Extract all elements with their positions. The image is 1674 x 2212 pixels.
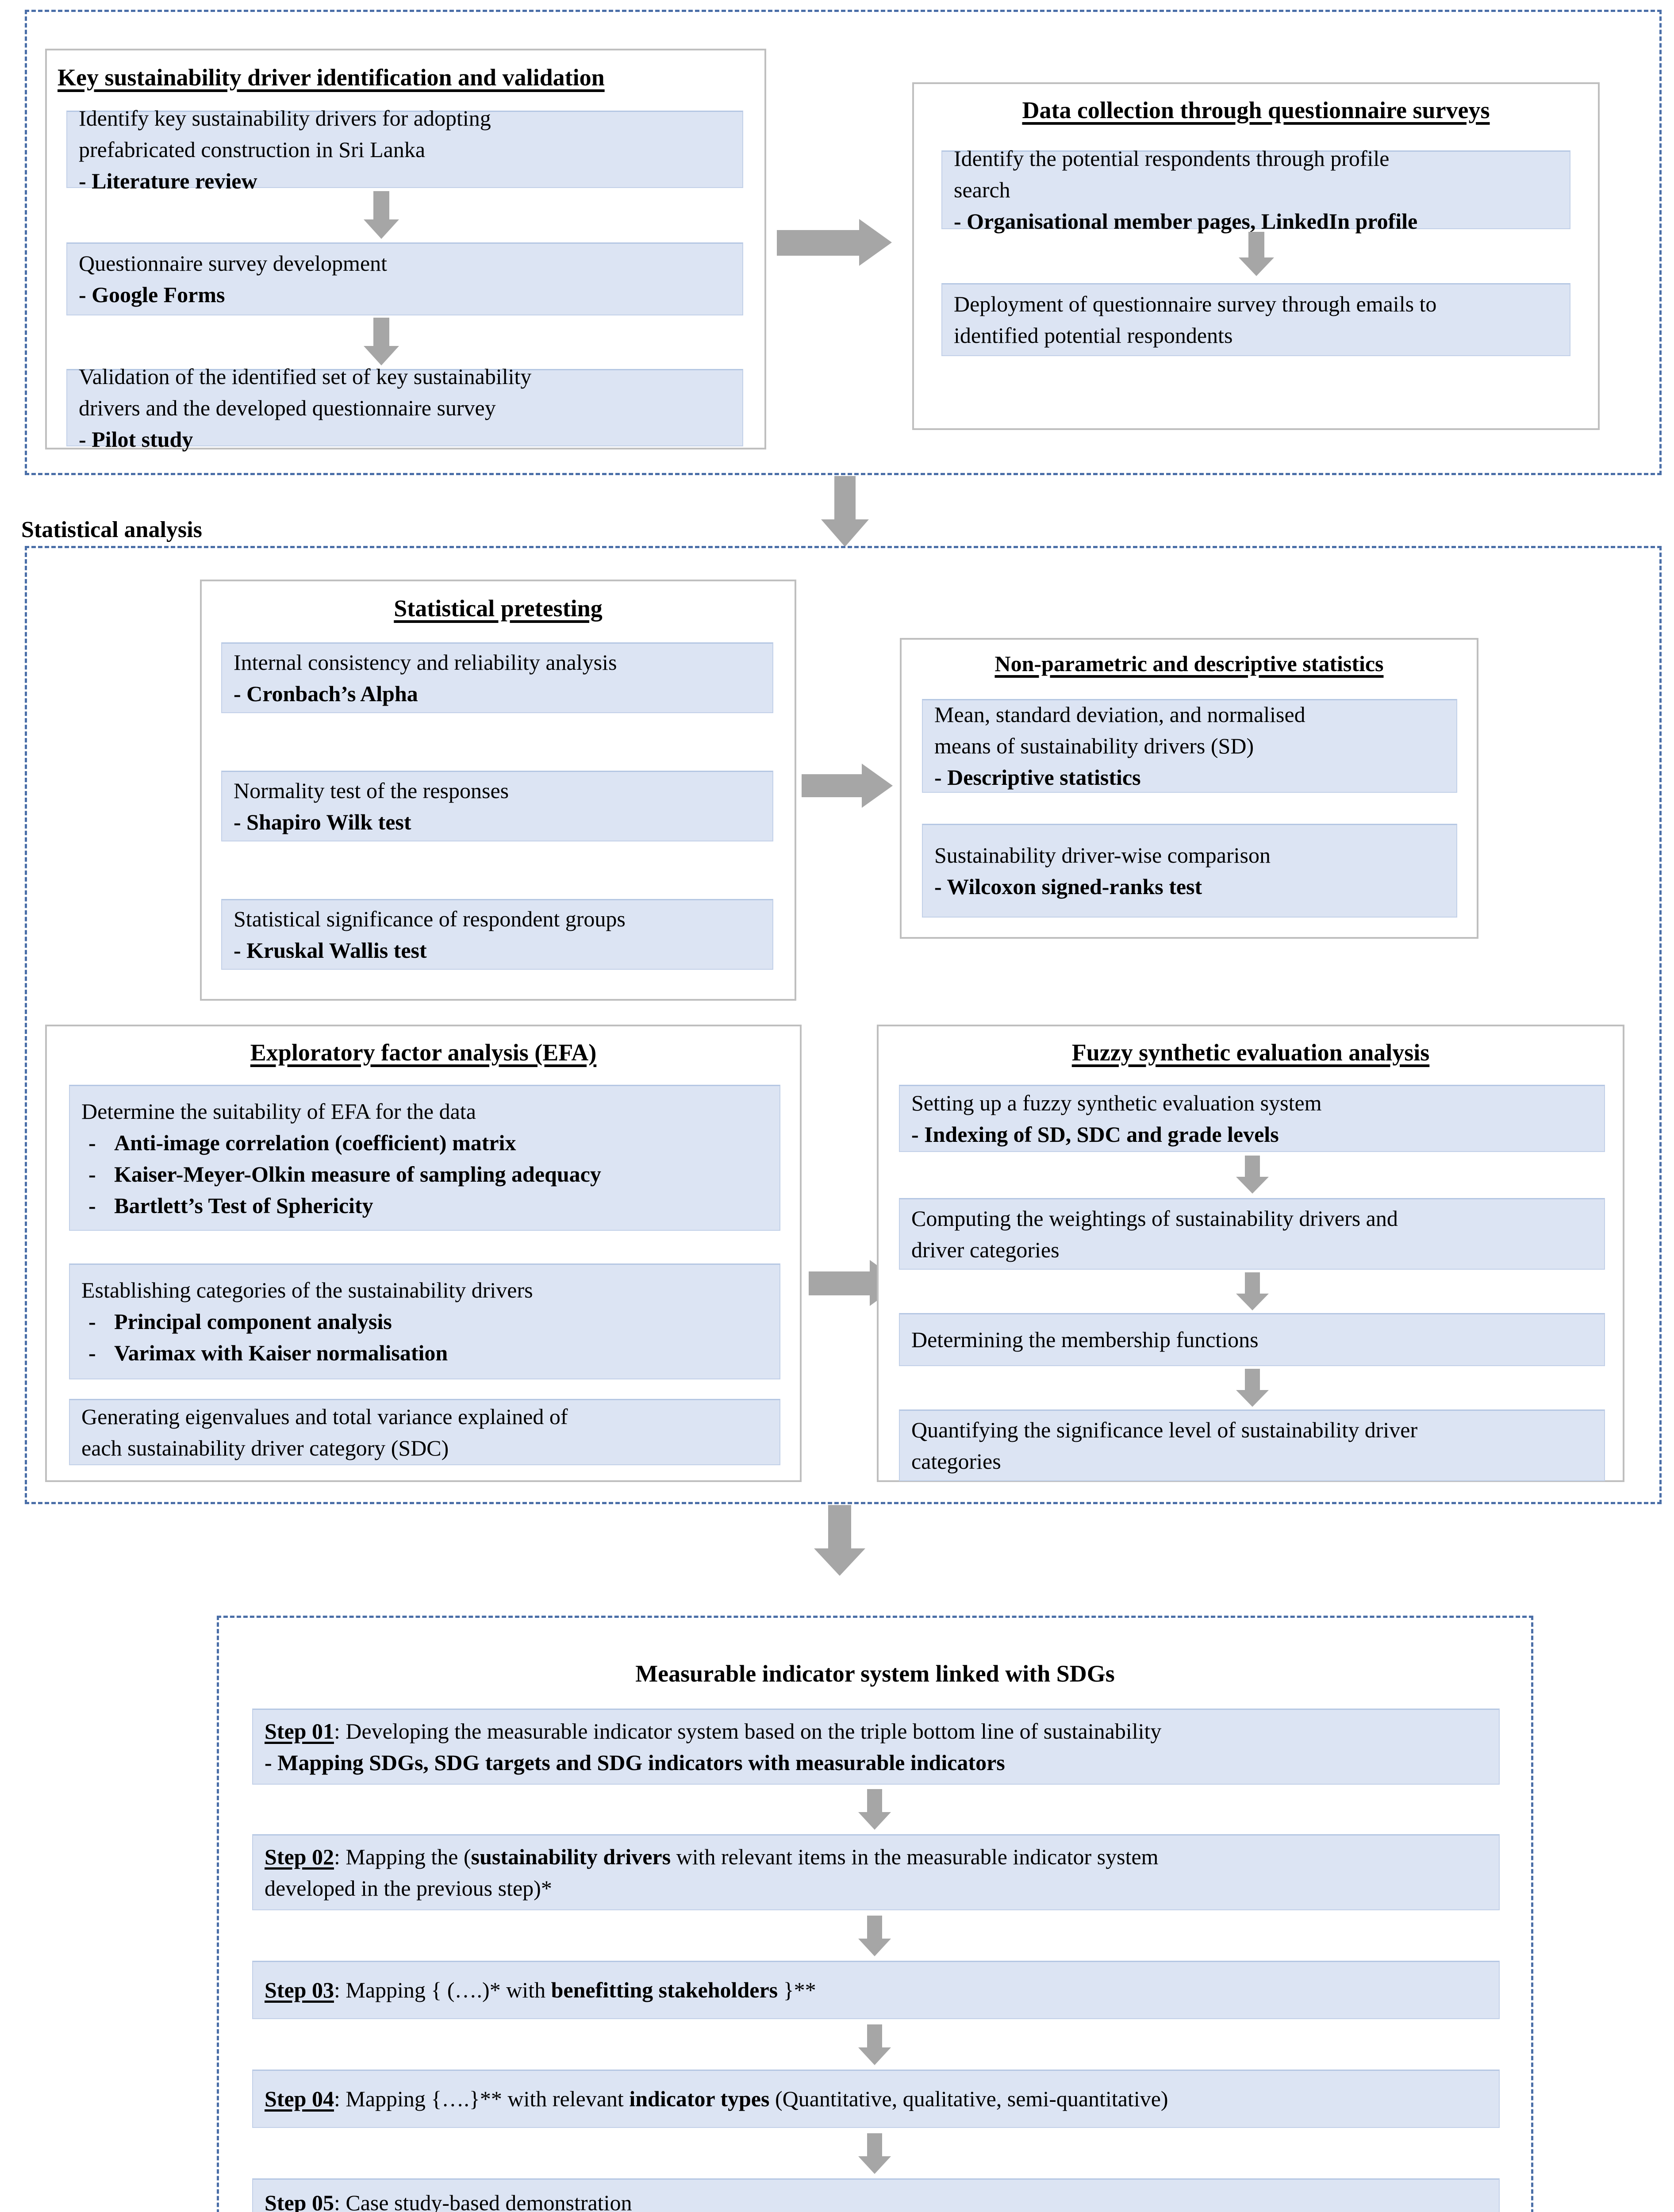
box-step-03: Step 03: Mapping { (….)* with benefittin… [252,1961,1500,2019]
box-efa-suitability: Determine the suitability of EFA for the… [69,1085,780,1231]
box-line: drivers and the developed questionnaire … [79,395,496,420]
box-questionnaire-development: Questionnaire survey development - Googl… [66,242,743,315]
arrow-down-step02-to-step03 [858,1916,891,1956]
card-title-fuzzy: Fuzzy synthetic evaluation analysis [1071,1039,1430,1066]
box-step-04: Step 04: Mapping {….}** with relevant in… [252,2070,1500,2128]
step-line: Step 02: Mapping the (sustainability dri… [265,1844,1159,1869]
box-line: categories [911,1448,1001,1474]
box-step-05: Step 05: Case study-based demonstration [252,2178,1500,2212]
box-method: - Cronbach’s Alpha [234,681,418,706]
box-step-02: Step 02: Mapping the (sustainability dri… [252,1834,1500,1910]
arrow-down-fuzzy-3 [1236,1369,1269,1407]
arrow-down-identify-to-questionnaire [364,191,399,239]
card-title-data-collection: Data collection through questionnaire su… [1022,97,1490,123]
box-method: - Shapiro Wilk test [234,809,411,834]
box-line: Identify the potential respondents throu… [954,146,1390,171]
box-driver-wise-comparison: Sustainability driver-wise comparison - … [922,824,1457,918]
step-line: Step 05: Case study-based demonstration [265,2190,632,2212]
box-line: Determining the membership functions [911,1327,1259,1352]
box-line: identified potential respondents [954,323,1233,348]
box-line: Establishing categories of the sustainab… [81,1278,533,1302]
box-identify-drivers: Identify key sustainability drivers for … [66,106,743,193]
arrow-down-stage2-to-stage3 [814,1505,867,1578]
box-line: Validation of the identified set of key … [79,364,532,389]
box-line: Computing the weightings of sustainabili… [911,1206,1398,1231]
card-title-efa: Exploratory factor analysis (EFA) [250,1039,597,1066]
box-identify-respondents: Identify the potential respondents throu… [941,146,1570,234]
box-line: Quantifying the significance level of su… [911,1417,1418,1442]
arrow-right-identification-to-collection [777,218,896,266]
box-method: - Wilcoxon signed-ranks test [934,874,1202,899]
box-line: Generating eigenvalues and total varianc… [81,1404,568,1429]
box-line: each sustainability driver category (SDC… [81,1435,449,1460]
box-efa-eigenvalues: Generating eigenvalues and total varianc… [69,1399,780,1465]
arrow-down-fuzzy-1 [1236,1156,1269,1194]
box-line: search [954,177,1010,202]
box-deployment-survey: Deployment of questionnaire survey throu… [941,283,1570,356]
section-label-statistical-analysis: Statistical analysis [21,517,202,542]
box-fuzzy-membership: Determining the membership functions [899,1313,1605,1366]
arrow-down-step01-to-step02 [858,1789,891,1830]
box-method: - Organisational member pages, LinkedIn … [954,209,1418,234]
box-line: driver categories [911,1237,1060,1262]
arrow-down-step03-to-step04 [858,2024,891,2065]
step-line: Step 03: Mapping { (….)* with benefittin… [265,1978,816,2002]
box-line: Mean, standard deviation, and normalised [934,702,1305,727]
arrow-down-stage1-to-stage2 [821,476,870,549]
stage3-title: Measurable indicator system linked with … [635,1660,1115,1687]
box-line: Determine the suitability of EFA for the… [81,1099,476,1124]
box-line: means of sustainability drivers (SD) [934,733,1254,758]
box-bullet: Anti-image correlation (coefficient) mat… [81,1127,768,1159]
box-method: - Descriptive statistics [934,765,1141,790]
box-fuzzy-setup: Setting up a fuzzy synthetic evaluation … [899,1085,1605,1152]
card-title-key-driver: Key sustainability driver identification… [58,64,605,91]
box-efa-categories: Establishing categories of the sustainab… [69,1263,780,1379]
card-title-nonparametric: Non-parametric and descriptive statistic… [994,651,1384,676]
box-method: - Google Forms [79,282,225,307]
box-fuzzy-significance: Quantifying the significance level of su… [899,1409,1605,1481]
box-line: Statistical significance of respondent g… [234,906,626,931]
card-title-statistical-pretesting: Statistical pretesting [394,595,603,622]
box-method: - Indexing of SD, SDC and grade levels [911,1121,1279,1147]
box-bullet: Bartlett’s Test of Sphericity [81,1190,768,1221]
step-line-bold: - Mapping SDGs, SDG targets and SDG indi… [265,1750,1005,1775]
box-step-01: Step 01: Developing the measurable indic… [252,1709,1500,1785]
arrow-right-pretesting-to-nonparametric [802,761,899,810]
box-bullet: Varimax with Kaiser normalisation [81,1337,768,1369]
box-method: - Pilot study [79,426,193,452]
arrow-down-questionnaire-to-validation [364,318,399,365]
step-line: Step 01: Developing the measurable indic… [265,1718,1162,1743]
arrow-down-respondents-to-deployment [1239,232,1274,276]
box-line: prefabricated construction in Sri Lanka [79,137,426,162]
step-line: Step 04: Mapping {….}** with relevant in… [265,2086,1168,2111]
box-fuzzy-weightings: Computing the weightings of sustainabili… [899,1198,1605,1270]
box-internal-consistency: Internal consistency and reliability ana… [221,642,773,713]
box-normality-test: Normality test of the responses - Shapir… [221,771,773,841]
box-line: Internal consistency and reliability ana… [234,649,617,675]
box-method: - Kruskal Wallis test [234,937,427,963]
box-line: Normality test of the responses [234,778,509,803]
box-statistical-significance: Statistical significance of respondent g… [221,899,773,970]
box-line: Sustainability driver-wise comparison [934,842,1271,868]
box-bullet: Kaiser-Meyer-Olkin measure of sampling a… [81,1159,768,1190]
arrow-down-fuzzy-2 [1236,1272,1269,1310]
box-mean-sd-normalised: Mean, standard deviation, and normalised… [922,699,1457,793]
box-line: Setting up a fuzzy synthetic evaluation … [911,1090,1322,1115]
step-line: developed in the previous step)* [265,1875,552,1901]
box-bullet: Principal component analysis [81,1306,768,1337]
box-line: Deployment of questionnaire survey throu… [954,292,1437,316]
box-validation-of-drivers: Validation of the identified set of key … [66,364,743,452]
box-method: - Literature review [79,168,257,193]
box-line: Identify key sustainability drivers for … [79,105,491,131]
box-line: Questionnaire survey development [79,251,388,276]
arrow-down-step04-to-step05 [858,2133,891,2174]
